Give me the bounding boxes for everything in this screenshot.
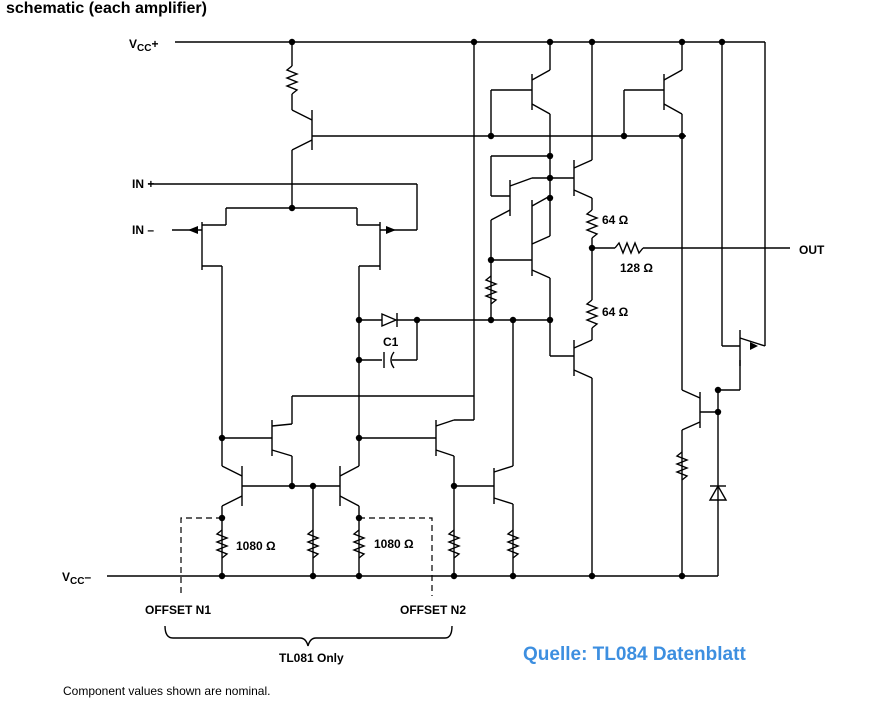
- tl081-only-label: TL081 Only: [279, 651, 344, 665]
- output-stage: [549, 42, 790, 576]
- offset-n2-label: OFFSET N2: [400, 603, 466, 617]
- resistor-1080-right-label: 1080 Ω: [374, 537, 414, 551]
- resistor-1080-left-label: 1080 Ω: [236, 539, 276, 553]
- current-source-top: [285, 42, 686, 208]
- bias-network: [623, 42, 766, 576]
- in-plus-label: IN +: [132, 177, 154, 191]
- resistor-64-bottom-label: 64 Ω: [602, 305, 629, 319]
- current-mirror: [215, 395, 474, 576]
- vcc-minus-label: VCC–: [62, 570, 91, 587]
- compensation-network: [359, 312, 550, 369]
- resistor-128-label: 128 Ω: [620, 261, 653, 275]
- offset-n1-label: OFFSET N1: [145, 603, 211, 617]
- source-caption: Quelle: TL084 Datenblatt: [523, 644, 746, 665]
- resistor-64-top-label: 64 Ω: [602, 213, 629, 227]
- input-jfet-pair: [148, 183, 418, 440]
- output-driver: [484, 42, 551, 340]
- vcc-plus-label: VCC+: [129, 37, 158, 54]
- capacitor-c1-label: C1: [383, 335, 399, 349]
- second-stage: [435, 42, 520, 576]
- schematic-title: schematic (each amplifier): [6, 0, 207, 17]
- offset-connections: [164, 517, 453, 647]
- junction-dots: [218, 38, 726, 580]
- out-label: OUT: [799, 243, 825, 257]
- footnote: Component values shown are nominal.: [63, 684, 271, 698]
- in-minus-label: IN –: [132, 223, 154, 237]
